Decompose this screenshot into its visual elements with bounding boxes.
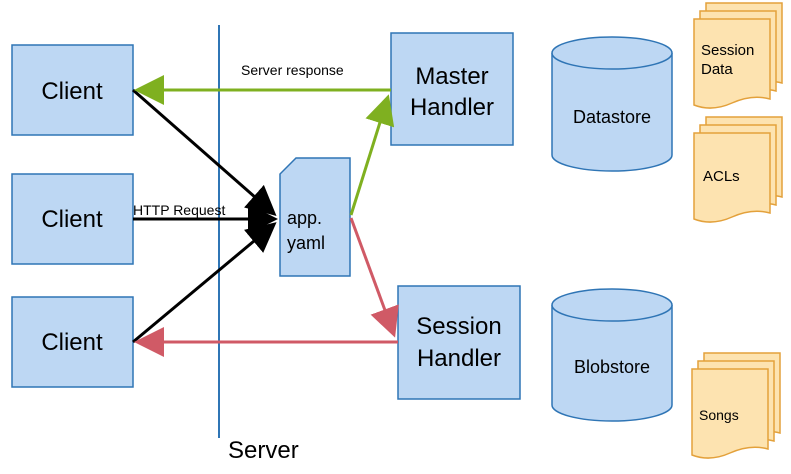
client-label: Client [41,329,103,356]
session-handler-node: Session Handler [397,285,521,400]
session-data-line2: Data [701,61,733,78]
session-handler-line1: Session [416,313,501,340]
session-handler-line2: Handler [417,345,501,372]
request-arrow-client-3 [132,222,277,344]
client-label: Client [41,206,103,233]
datastore-cylinder: Datastore [551,36,673,172]
client-node-2: Client [11,173,134,265]
acls-document: ACLs [693,116,783,223]
songs-document: Songs [691,352,781,459]
songs-label: Songs [699,407,739,423]
route-arrow-session [349,217,399,338]
http-request-label: HTTP Request [133,202,225,218]
master-handler-node: Master Handler [390,32,514,146]
datastore-label: Datastore [573,107,651,127]
app-yaml-node: app. yaml [279,157,351,277]
request-arrow-client-1 [132,88,277,216]
session-data-document: Session Data [693,2,783,109]
client-node-1: Client [11,44,134,136]
acls-label: ACLs [703,168,740,185]
blobstore-cylinder: Blobstore [551,288,673,422]
master-handler-line1: Master [415,63,488,90]
app-yaml-line2: yaml [287,233,325,253]
session-data-line1: Session [701,42,754,59]
client-label: Client [41,78,103,105]
route-arrow-master [349,94,395,216]
client-node-3: Client [11,296,134,388]
master-handler-line2: Handler [410,94,494,121]
app-yaml-line1: app. [287,208,322,228]
server-label: Server [228,437,299,464]
server-response-label: Server response [241,62,344,78]
blobstore-label: Blobstore [574,357,650,377]
